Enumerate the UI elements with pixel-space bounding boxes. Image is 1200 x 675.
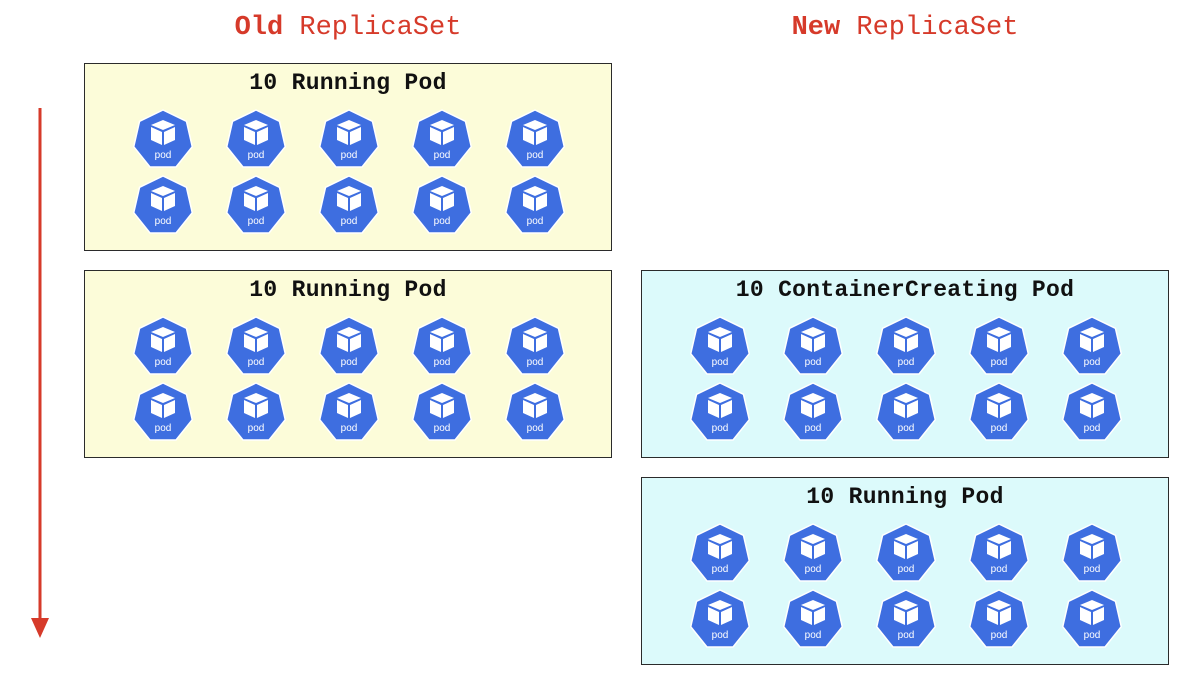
pod-grid: pod pod pod pod pod pod pod pod pod pod	[689, 315, 1123, 443]
pod-grid: pod pod pod pod pod pod pod pod pod pod	[689, 522, 1123, 650]
kubernetes-pod-icon: pod	[504, 108, 566, 170]
kubernetes-pod-icon: pod	[225, 174, 287, 236]
new-header-keyword: New	[791, 13, 841, 43]
svg-text:pod: pod	[1084, 564, 1101, 575]
svg-text:pod: pod	[1084, 423, 1101, 434]
svg-text:pod: pod	[341, 357, 358, 368]
svg-text:pod: pod	[898, 357, 915, 368]
kubernetes-pod-icon: pod	[968, 522, 1030, 584]
kubernetes-pod-icon: pod	[1061, 381, 1123, 443]
svg-text:pod: pod	[805, 357, 822, 368]
kubernetes-pod-icon: pod	[689, 588, 751, 650]
old-replicaset-header: Old ReplicaSet	[84, 10, 612, 46]
svg-text:pod: pod	[712, 564, 729, 575]
kubernetes-pod-icon: pod	[1061, 588, 1123, 650]
svg-text:pod: pod	[1084, 630, 1101, 641]
kubernetes-pod-icon: pod	[504, 174, 566, 236]
kubernetes-pod-icon: pod	[318, 315, 380, 377]
kubernetes-pod-icon: pod	[411, 174, 473, 236]
svg-text:pod: pod	[991, 564, 1008, 575]
svg-text:pod: pod	[155, 216, 172, 227]
kubernetes-pod-icon: pod	[968, 315, 1030, 377]
kubernetes-pod-icon: pod	[782, 522, 844, 584]
svg-text:pod: pod	[805, 564, 822, 575]
svg-text:pod: pod	[712, 630, 729, 641]
new-header-label: ReplicaSet	[856, 13, 1019, 43]
svg-text:pod: pod	[155, 357, 172, 368]
kubernetes-pod-icon: pod	[689, 522, 751, 584]
svg-text:pod: pod	[712, 423, 729, 434]
svg-text:pod: pod	[991, 357, 1008, 368]
svg-text:pod: pod	[434, 423, 451, 434]
new-replicaset-header: New ReplicaSet	[641, 10, 1169, 46]
kubernetes-pod-icon: pod	[689, 381, 751, 443]
kubernetes-pod-icon: pod	[318, 174, 380, 236]
kubernetes-pod-icon: pod	[504, 315, 566, 377]
svg-text:pod: pod	[898, 564, 915, 575]
svg-text:pod: pod	[527, 423, 544, 434]
kubernetes-pod-icon: pod	[968, 588, 1030, 650]
svg-text:pod: pod	[527, 150, 544, 161]
pod-grid: pod pod pod pod pod pod pod pod pod pod	[132, 315, 566, 443]
kubernetes-pod-icon: pod	[225, 381, 287, 443]
svg-text:pod: pod	[248, 150, 265, 161]
svg-text:pod: pod	[991, 630, 1008, 641]
timeline-arrow	[31, 108, 49, 638]
svg-text:pod: pod	[898, 630, 915, 641]
old-header-label: ReplicaSet	[299, 13, 462, 43]
svg-text:pod: pod	[805, 423, 822, 434]
old-header-keyword: Old	[234, 13, 284, 43]
kubernetes-pod-icon: pod	[782, 588, 844, 650]
svg-text:pod: pod	[991, 423, 1008, 434]
svg-text:pod: pod	[248, 357, 265, 368]
kubernetes-pod-icon: pod	[875, 588, 937, 650]
kubernetes-pod-icon: pod	[132, 174, 194, 236]
group-title: 10 Running Pod	[249, 70, 447, 96]
pod-grid: pod pod pod pod pod pod pod pod pod pod	[132, 108, 566, 236]
svg-text:pod: pod	[434, 216, 451, 227]
svg-text:pod: pod	[434, 357, 451, 368]
kubernetes-pod-icon: pod	[132, 381, 194, 443]
svg-text:pod: pod	[527, 216, 544, 227]
kubernetes-pod-icon: pod	[411, 108, 473, 170]
svg-text:pod: pod	[155, 150, 172, 161]
svg-text:pod: pod	[898, 423, 915, 434]
svg-text:pod: pod	[155, 423, 172, 434]
kubernetes-pod-icon: pod	[411, 315, 473, 377]
svg-text:pod: pod	[527, 357, 544, 368]
svg-text:pod: pod	[712, 357, 729, 368]
svg-text:pod: pod	[341, 423, 358, 434]
kubernetes-pod-icon: pod	[411, 381, 473, 443]
kubernetes-pod-icon: pod	[132, 108, 194, 170]
kubernetes-pod-icon: pod	[318, 108, 380, 170]
svg-text:pod: pod	[341, 216, 358, 227]
group-title: 10 Running Pod	[249, 277, 447, 303]
svg-text:pod: pod	[248, 423, 265, 434]
kubernetes-pod-icon: pod	[968, 381, 1030, 443]
kubernetes-pod-icon: pod	[1061, 522, 1123, 584]
kubernetes-pod-icon: pod	[504, 381, 566, 443]
svg-text:pod: pod	[805, 630, 822, 641]
kubernetes-pod-icon: pod	[782, 381, 844, 443]
kubernetes-pod-icon: pod	[225, 315, 287, 377]
kubernetes-pod-icon: pod	[875, 315, 937, 377]
kubernetes-pod-icon: pod	[132, 315, 194, 377]
group-title: 10 ContainerCreating Pod	[735, 277, 1075, 303]
svg-text:pod: pod	[1084, 357, 1101, 368]
svg-text:pod: pod	[434, 150, 451, 161]
svg-text:pod: pod	[248, 216, 265, 227]
svg-text:pod: pod	[341, 150, 358, 161]
kubernetes-pod-icon: pod	[782, 315, 844, 377]
kubernetes-pod-icon: pod	[875, 381, 937, 443]
group-title: 10 Running Pod	[806, 484, 1004, 510]
kubernetes-pod-icon: pod	[1061, 315, 1123, 377]
kubernetes-pod-icon: pod	[689, 315, 751, 377]
kubernetes-pod-icon: pod	[225, 108, 287, 170]
kubernetes-pod-icon: pod	[875, 522, 937, 584]
kubernetes-pod-icon: pod	[318, 381, 380, 443]
